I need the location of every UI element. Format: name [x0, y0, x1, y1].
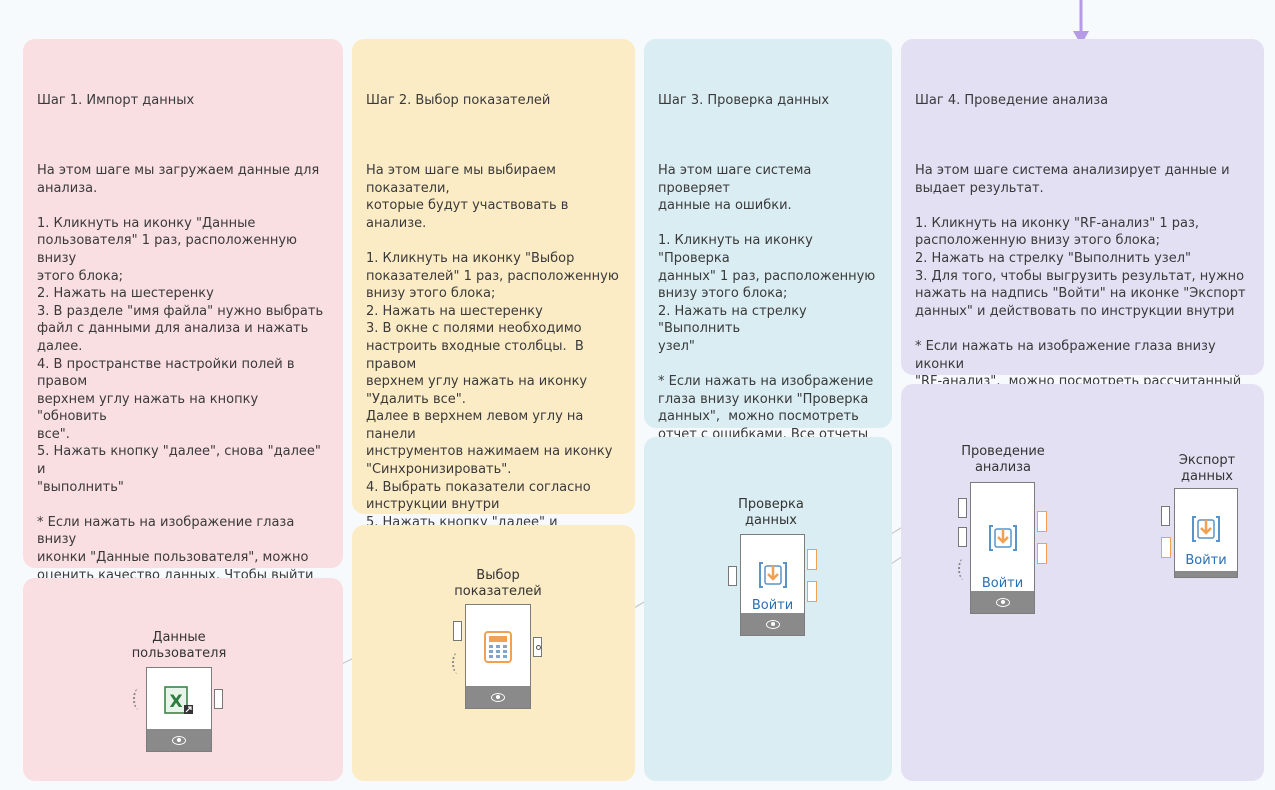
user-data-node[interactable]: X	[146, 667, 212, 752]
preview-eye-button[interactable]	[147, 729, 211, 751]
input-port[interactable]	[958, 527, 967, 547]
eye-icon	[995, 597, 1010, 607]
check-data-node[interactable]: Войти	[740, 534, 805, 636]
output-port[interactable]	[807, 549, 817, 570]
excel-import-icon: X	[164, 686, 193, 714]
step3-instructions-panel: Шаг 3. Проверка данных На этом шаге сист…	[644, 39, 892, 477]
select-indicators-node[interactable]	[465, 604, 531, 709]
submodel-icon	[758, 562, 787, 588]
check-data-node-title: Проверка данных	[738, 497, 804, 528]
enter-link[interactable]: Войти	[981, 576, 1024, 591]
input-port[interactable]	[958, 498, 967, 518]
submodel-icon	[988, 525, 1017, 551]
enter-link[interactable]: Войти	[1185, 553, 1227, 568]
step4-workflow-panel	[901, 384, 1264, 781]
step2-instructions-panel: Шаг 2. Выбор показателей На этом шаге мы…	[352, 39, 635, 653]
eye-icon	[765, 619, 780, 629]
svg-text:X: X	[169, 692, 182, 712]
submodel-icon	[1192, 516, 1220, 542]
output-port[interactable]	[1037, 511, 1047, 532]
calculator-icon	[484, 631, 512, 663]
enter-link[interactable]: Войти	[751, 598, 794, 613]
input-port[interactable]	[728, 566, 737, 586]
output-port[interactable]	[533, 637, 542, 657]
input-port[interactable]	[1161, 506, 1170, 526]
user-data-node-title: Данные пользователя	[131, 630, 227, 661]
export-node[interactable]: Войти	[1174, 488, 1238, 578]
loading-indicator-icon	[452, 652, 464, 674]
step3-title: Шаг 3. Проверка данных	[658, 93, 830, 109]
export-node-title: Экспорт данных	[1178, 453, 1236, 484]
select-indicators-node-title: Выбор показателей	[454, 568, 542, 599]
analysis-node-title: Проведение анализа	[961, 444, 1045, 475]
analysis-node[interactable]: Войти	[970, 482, 1035, 614]
loading-indicator-icon	[958, 558, 970, 580]
step1-instructions-panel: Шаг 1. Импорт данных На этом шаге мы заг…	[23, 39, 343, 706]
step3-body: На этом шаге система проверяет данные на…	[658, 162, 876, 477]
step2-title: Шаг 2. Выбор показателей	[366, 93, 551, 109]
preview-eye-button[interactable]	[971, 591, 1034, 613]
node-footer-strip	[1175, 571, 1237, 577]
preview-eye-button[interactable]	[741, 613, 804, 635]
port-dot-icon	[535, 644, 541, 650]
eye-icon	[172, 735, 186, 745]
top-arrow-head	[1073, 31, 1089, 45]
output-port[interactable]	[807, 581, 817, 602]
input-port[interactable]	[453, 621, 462, 641]
output-port[interactable]	[214, 689, 223, 709]
eye-icon	[491, 692, 505, 702]
preview-eye-button[interactable]	[466, 686, 530, 708]
step4-title: Шаг 4. Проведение анализа	[915, 93, 1109, 109]
step4-instructions-panel: Шаг 4. Проведение анализа На этом шаге с…	[901, 39, 1264, 424]
step1-title: Шаг 1. Импорт данных	[37, 93, 195, 109]
input-port[interactable]	[1161, 537, 1171, 558]
output-port[interactable]	[1037, 543, 1047, 564]
loading-indicator-icon	[133, 688, 145, 710]
